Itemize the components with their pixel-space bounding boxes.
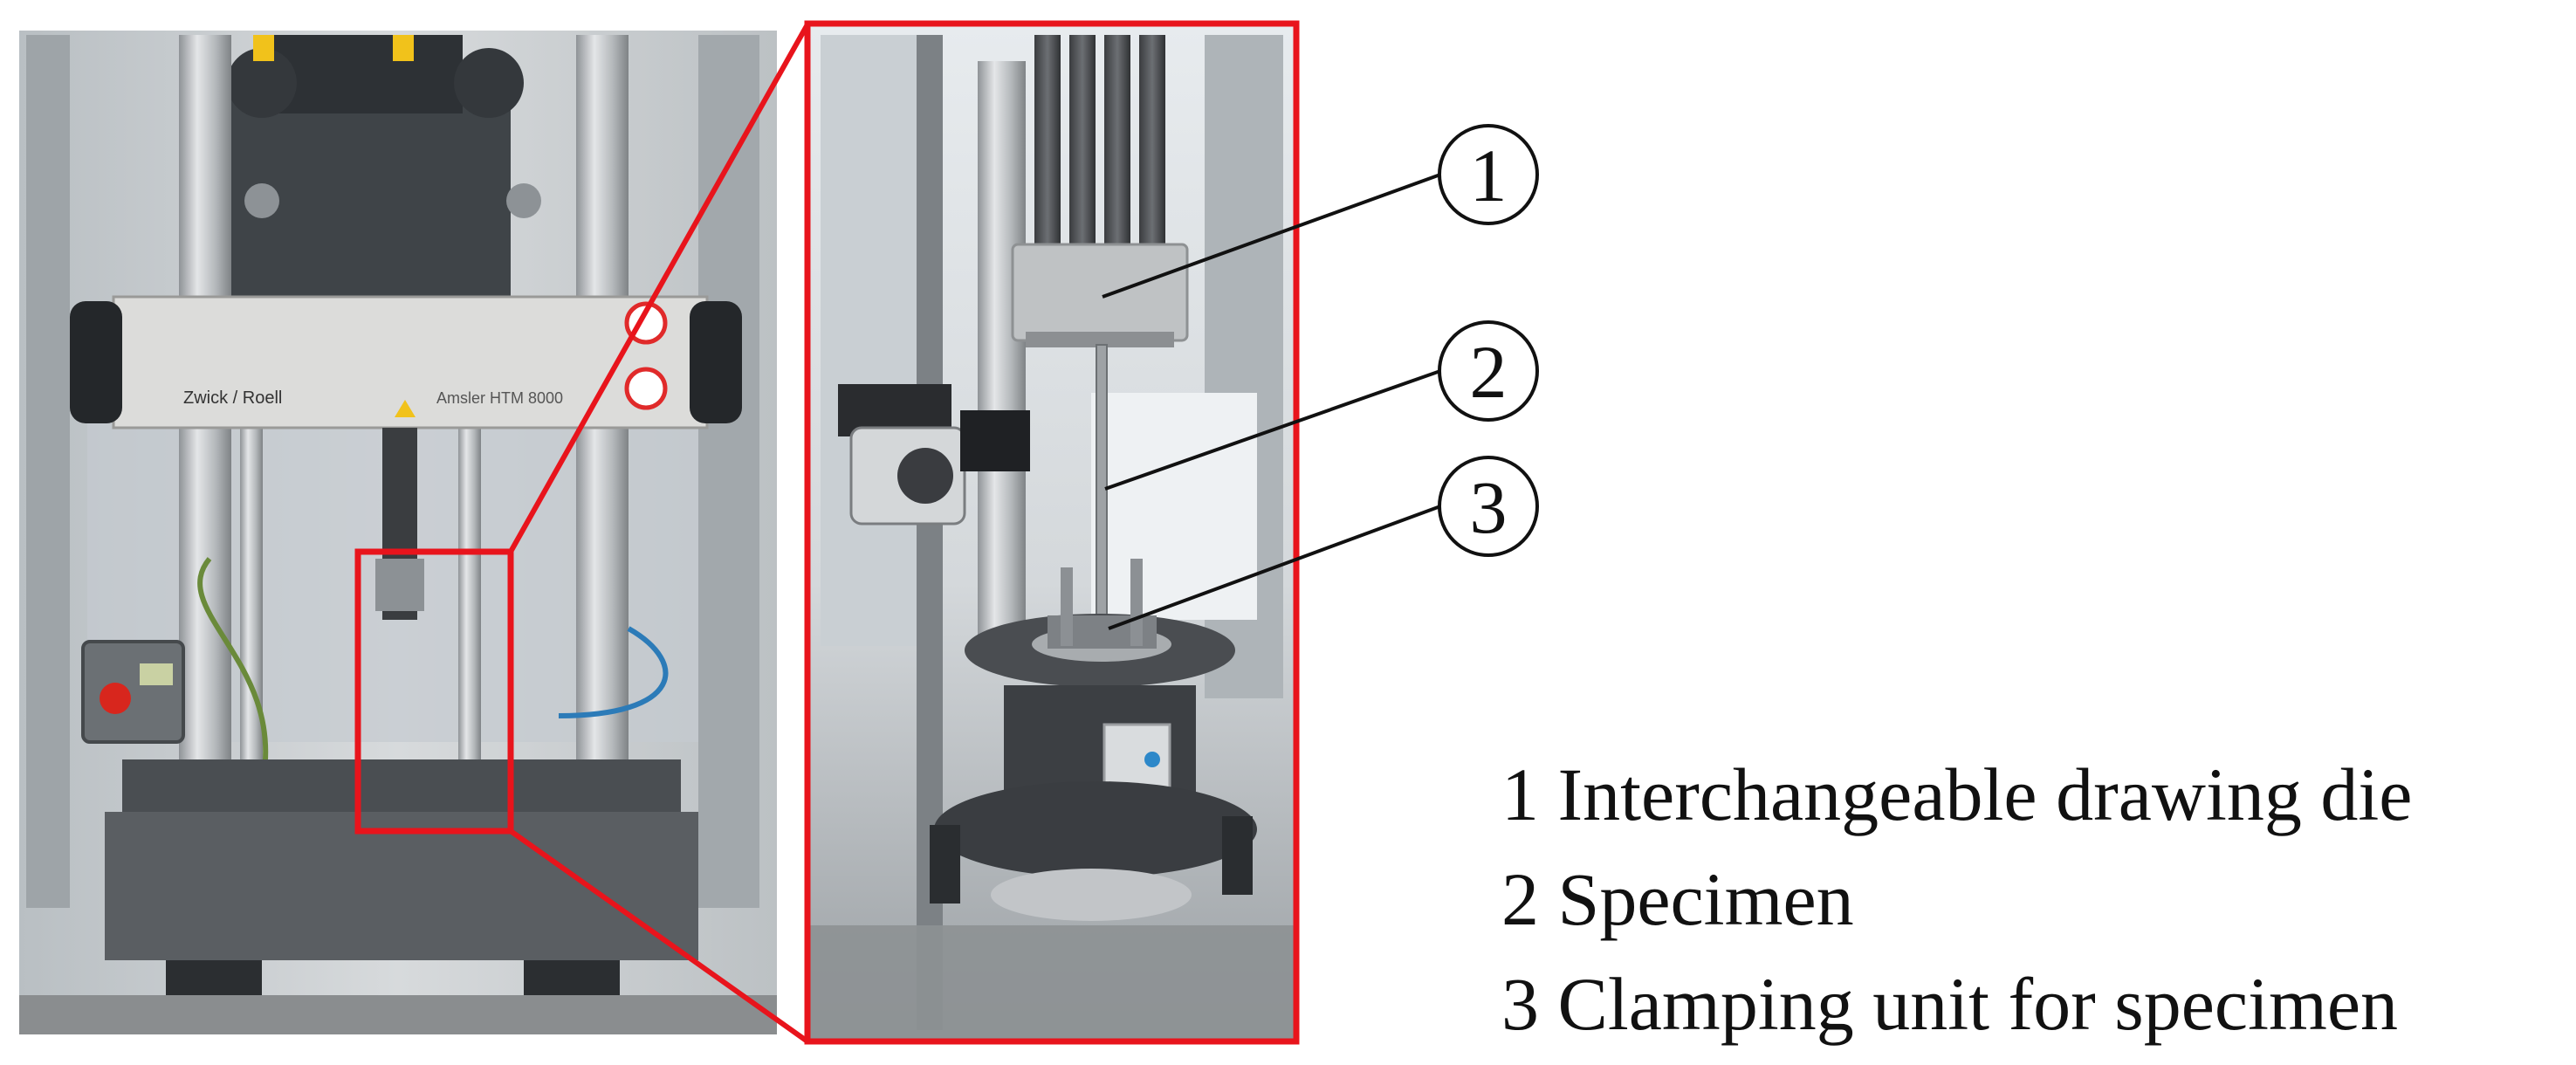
detail-panel-right [1091,393,1257,620]
lower-plate-foot-right [1222,816,1253,895]
base-foot-right [524,960,620,995]
callout-1: 1 [1102,124,1539,299]
guide-rod-1 [1034,35,1061,262]
base-foot-left [166,960,262,995]
legend-item-specimen: 2 Specimen [1501,857,1854,941]
lower-plate-foot-left [930,825,960,904]
bolt-right [506,183,541,218]
column-right [576,35,629,838]
detail-photo [804,20,1300,1045]
callout-circle-2 [1438,320,1539,422]
crosshead-end-right [690,301,742,423]
hydraulic-block [223,79,511,323]
caution-triangle [395,400,416,417]
warning-label-mid [393,35,414,61]
die-bolt-row [1026,332,1174,347]
tall-pillar [978,61,1026,655]
servo-valve-left [227,48,297,118]
servo-valve-right [454,48,524,118]
lower-plate [934,781,1257,877]
callout-2: 2 [1104,320,1539,491]
pneumatic-fitting-1 [1144,752,1160,767]
camera-lens [897,448,953,504]
callout-circle-3 [1438,456,1539,557]
cable-left [197,557,269,787]
leader-line-3 [1108,505,1441,630]
guide-rod-2 [1069,35,1096,262]
leader-line-2 [1104,369,1441,491]
legend-item-drawing-die: 1 Interchangeable drawing die [1501,752,2413,836]
bolt-left [244,183,279,218]
detail-highlight-box [354,548,514,835]
detail-table [810,925,1295,1039]
leader-line-1 [1102,173,1441,299]
crosshead-end-left [70,301,122,423]
control-panel [81,640,185,744]
cable-right [558,626,669,718]
floor [19,995,777,1034]
clamp-post-left [1061,567,1073,646]
lab-frame-left [26,35,70,908]
machine-photo: Zwick / Roell Amsler HTM 8000 [19,31,777,1034]
callout-3: 3 [1108,456,1539,630]
safety-sign-bottom [624,367,668,410]
machine-table [122,759,681,812]
camera-bracket [960,410,1030,471]
guide-rod-3 [1104,35,1130,262]
callout-number-2: 2 [1470,330,1508,414]
panel-display [140,663,173,685]
machine-brand-label: Zwick / Roell [183,388,282,408]
load-cell-base [991,869,1192,921]
lab-frame-right [698,35,759,908]
column-left [179,35,231,838]
zoom-connector-bottom [509,828,809,1044]
callout-circle-1 [1438,124,1539,225]
legend: 1 Interchangeable drawing die 2 Specimen… [1501,742,2566,1056]
guide-rod-4 [1139,35,1165,262]
machine-model-label: Amsler HTM 8000 [436,389,563,407]
load-cell [375,559,424,611]
callout-number-3: 3 [1470,465,1508,549]
emergency-stop [100,683,131,714]
clamp-post-right [1130,559,1143,646]
warning-label-left [253,35,274,61]
callout-number-1: 1 [1470,134,1508,217]
machine-base [105,812,698,960]
detail-frame [804,20,1300,1045]
interchangeable-drawing-die [1011,243,1189,342]
legend-item-clamping-unit: 3 Clamping unit for specimen [1501,962,2399,1046]
zoom-connector-top [508,23,810,553]
